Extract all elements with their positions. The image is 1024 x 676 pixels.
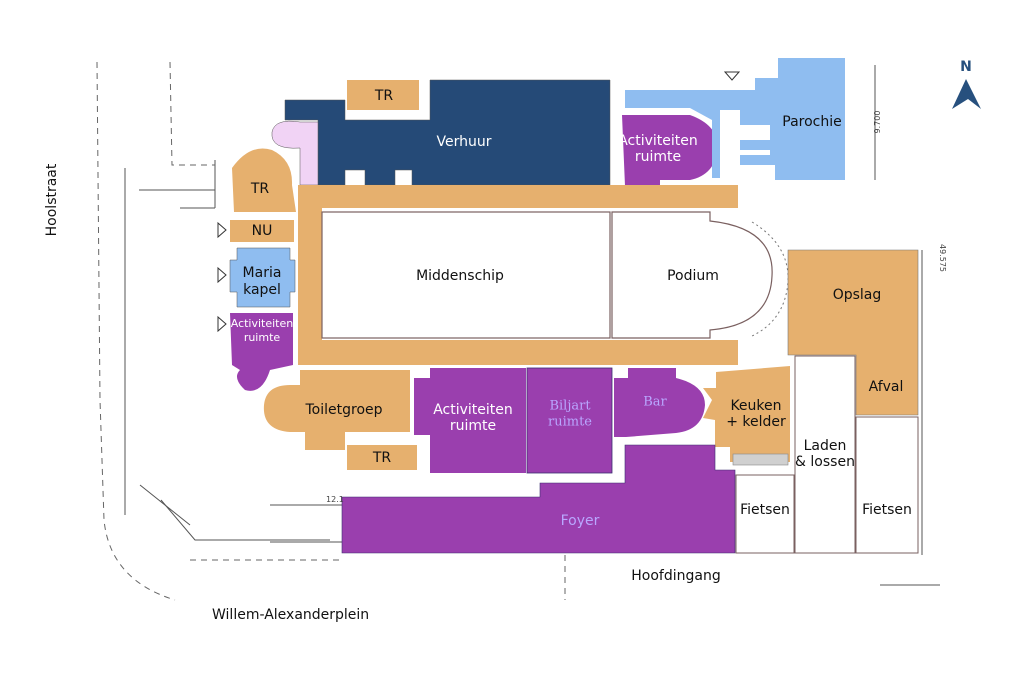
room-label-tr-top: TR	[374, 88, 394, 104]
room-label-opslag: Opslag	[833, 287, 882, 303]
room-biljart[interactable]	[526, 367, 613, 474]
dimension-label-right-top: 9.700	[873, 111, 882, 134]
street-curb-outer	[96, 61, 176, 601]
north-arrow-icon	[952, 79, 981, 109]
room-label-foyer: Foyer	[561, 513, 600, 529]
room-label-activiteiten-left-2: ruimte	[244, 331, 281, 344]
site-path	[160, 499, 330, 541]
room-activiteiten-top[interactable]	[622, 115, 718, 186]
room-label-activiteiten-top-2: ruimte	[635, 149, 681, 165]
site-wall	[139, 160, 216, 209]
room-label-activiteiten-left-1: Activiteiten	[231, 317, 294, 330]
room-hall-pink[interactable]	[271, 120, 319, 186]
room-keuken[interactable]	[703, 366, 790, 462]
room-label-biljart-1: Biljart	[549, 399, 591, 414]
corridor[interactable]	[298, 185, 738, 365]
room-label-activiteiten-bottom-1: Activiteiten	[433, 402, 513, 418]
room-label-biljart-2: ruimte	[548, 415, 592, 430]
room-label-keuken-1: Keuken	[730, 398, 781, 414]
room-podium[interactable]	[611, 211, 773, 339]
room-label-parochie: Parochie	[782, 114, 841, 130]
room-activiteiten-bottom[interactable]	[414, 368, 526, 473]
street-label-hoolstraat: Hoolstraat	[44, 163, 60, 236]
entrance-triangle-icon	[723, 71, 741, 81]
foyer-dim-lines	[270, 504, 342, 543]
room-label-activiteiten-bottom-2: ruimte	[450, 418, 496, 434]
room-label-verhuur: Verhuur	[437, 134, 492, 150]
street-label-willem-alexanderplein: Willem-Alexanderplein	[212, 607, 369, 623]
room-label-fietsen-right: Fietsen	[862, 502, 912, 518]
room-bar[interactable]	[614, 368, 705, 437]
room-label-laden-2: & lossen	[795, 454, 855, 470]
room-label-podium: Podium	[667, 268, 719, 284]
compass: N	[952, 59, 981, 109]
area-fietsen-right[interactable]	[855, 416, 919, 554]
room-activiteiten-left[interactable]	[230, 313, 293, 391]
area-laden-lossen[interactable]	[794, 355, 856, 554]
room-label-tr-left: TR	[250, 181, 270, 197]
room-label-fietsen-left: Fietsen	[740, 502, 790, 518]
kitchen-counter	[732, 453, 789, 466]
site-boundary	[169, 61, 215, 166]
site-lines	[96, 61, 940, 601]
room-label-middenschip: Middenschip	[416, 268, 504, 284]
area-fietsen-left[interactable]	[735, 474, 795, 554]
room-nu[interactable]	[230, 220, 294, 242]
room-label-toiletgroep: Toiletgroep	[304, 402, 382, 418]
room-toiletgroep[interactable]	[263, 370, 410, 450]
room-tr-bottom[interactable]	[347, 445, 417, 470]
dimension-label-right-mid: 49.575	[938, 244, 947, 272]
room-label-tr-bottom: TR	[372, 450, 392, 466]
room-foyer[interactable]	[341, 444, 736, 554]
room-maria-kapel[interactable]	[229, 247, 296, 308]
podium-arc	[751, 221, 789, 337]
entrance-triangle-icon	[217, 266, 227, 284]
room-opslag[interactable]	[787, 249, 919, 416]
room-label-activiteiten-top-1: Activiteiten	[618, 133, 698, 149]
dimension-label-foyer: 12.1	[326, 495, 344, 504]
compass-label: N	[960, 59, 972, 75]
room-label-laden-1: Laden	[804, 438, 847, 454]
room-label-maria-kapel-2: kapel	[243, 282, 281, 298]
room-label-afval: Afval	[869, 379, 904, 395]
room-middenschip[interactable]	[321, 211, 611, 339]
room-label-maria-kapel-1: Maria	[243, 265, 282, 281]
room-verhuur[interactable]	[284, 79, 611, 186]
entrance-triangle-icon	[217, 221, 227, 239]
entrance-triangle-icon	[217, 315, 227, 333]
room-parochie[interactable]	[625, 58, 845, 180]
room-label-bar: Bar	[643, 395, 667, 410]
room-label-keuken-2: + kelder	[726, 414, 786, 430]
room-tr-top[interactable]	[347, 80, 419, 110]
room-label-nu: NU	[252, 223, 273, 239]
site-path-2	[139, 484, 191, 526]
label-hoofdingang: Hoofdingang	[631, 568, 720, 584]
room-tr-left[interactable]	[232, 148, 296, 212]
